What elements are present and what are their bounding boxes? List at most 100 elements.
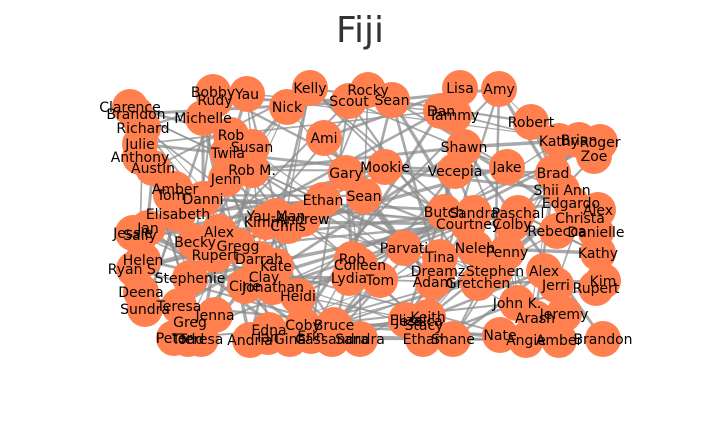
node-label: Ethan [403, 332, 444, 348]
graph-node [258, 198, 294, 234]
graph-node [494, 206, 530, 242]
node-label: Alex [529, 264, 559, 280]
node-label: Andria [227, 333, 273, 349]
graph-node [437, 153, 473, 189]
node-label: Rob [218, 128, 245, 144]
node-label: Dan [427, 104, 455, 120]
graph-node [127, 291, 163, 327]
node-label: Rocky [347, 83, 388, 99]
node-label: Danielle [567, 225, 624, 241]
node-label: Neleh [455, 241, 495, 257]
node-label: Rupert [192, 248, 239, 264]
node-label: Shii Ann [533, 183, 590, 199]
node-label: Mookie [360, 160, 410, 176]
node-label: Helen [123, 253, 164, 269]
node-label: Kathy [578, 246, 618, 262]
node-label: Jenna [194, 308, 234, 324]
node-label: Jeremy [539, 307, 589, 323]
node-label: Lydia [331, 271, 367, 287]
node-label: Scout [329, 94, 369, 110]
node-label: Vecepia [428, 164, 483, 180]
node-label: Amber [152, 182, 199, 198]
graph-node [580, 235, 616, 271]
node-label: Yau [234, 87, 259, 103]
node-label: Julie [124, 137, 154, 153]
node-label: Clay [249, 270, 280, 286]
node-label: Susan [231, 140, 274, 156]
graph-node [374, 82, 410, 118]
node-label: Rudy [197, 93, 232, 109]
node-label: Bobby [191, 85, 235, 101]
graph-node [285, 201, 321, 237]
node-label: Ian [257, 330, 279, 346]
node-label: Christa [555, 211, 605, 227]
node-label: Keith [410, 310, 445, 326]
node-label: Parvati [380, 241, 428, 257]
graph-node [513, 104, 549, 140]
node-label: Chris [270, 219, 306, 235]
node-label: Stacy [405, 318, 444, 334]
node-label: Tom [156, 188, 185, 204]
graph-node [195, 74, 231, 110]
node-label: Danni [183, 192, 224, 208]
node-label: Jessie [112, 226, 153, 242]
node-label: Cassandra [295, 332, 369, 348]
node-label: Eliza [390, 313, 423, 329]
node-label: Ryan S. [108, 262, 161, 278]
node-label: Twila [210, 146, 245, 162]
graph-node [125, 242, 161, 278]
graph-node [538, 267, 574, 303]
node-label: Adam [413, 275, 453, 291]
node-label: Edgardo [542, 196, 600, 212]
node-label: Peter [156, 331, 193, 347]
node-label: Nate [483, 328, 516, 344]
node-label: Edna [251, 323, 286, 339]
node-label: Gary [329, 166, 362, 182]
node-label: Nick [272, 100, 303, 116]
node-label: Todd [171, 332, 205, 348]
node-label: Jake [492, 160, 522, 176]
graph-node [489, 234, 525, 270]
node-label: Dreamz [411, 264, 465, 280]
node-label: Kim [590, 274, 617, 290]
graph-node [331, 260, 367, 296]
node-label: Bruce [314, 318, 355, 334]
graph-node [160, 196, 196, 232]
graph-node [172, 260, 208, 296]
node-label: Colby [492, 217, 531, 233]
node-label: Elisabeth [146, 207, 210, 223]
node-label: Ethan [303, 193, 344, 209]
node-label: Jenn [210, 172, 242, 188]
node-label: Rob [339, 252, 366, 268]
node-label: Amy [483, 82, 515, 98]
node-label: Gretchen [446, 276, 510, 292]
node-label: Tom [365, 273, 394, 289]
node-label: Rebecca [527, 224, 586, 240]
node-label: Zoe [581, 149, 608, 165]
node-label: Shane [431, 332, 475, 348]
node-label: Gregg [217, 239, 260, 255]
graph-node [435, 321, 471, 357]
node-label: Coby [285, 318, 321, 334]
node-label: Richard [116, 121, 169, 137]
graph-node [229, 76, 265, 112]
graph-node [457, 230, 493, 266]
graph-node [460, 265, 496, 301]
node-label: Erin [297, 329, 324, 345]
node-label: Stephen [466, 264, 524, 280]
node-label: Brad [537, 166, 570, 182]
node-label: Jerri [541, 278, 570, 294]
node-label: Andrew [277, 212, 330, 228]
node-label: Tina [424, 250, 454, 266]
graph-node [170, 321, 206, 357]
graph-node [367, 149, 403, 185]
graph-node [481, 71, 517, 107]
node-label: Rob M. [228, 163, 276, 179]
node-label: Paschal [492, 206, 545, 222]
node-label: Jonathan [241, 280, 304, 296]
node-label: Penny [486, 245, 529, 261]
node-layer: ClarenceBrandonRichardJulieAnthonyAustin… [99, 70, 633, 358]
node-label: Anthony [111, 150, 170, 166]
graph-node [362, 262, 398, 298]
